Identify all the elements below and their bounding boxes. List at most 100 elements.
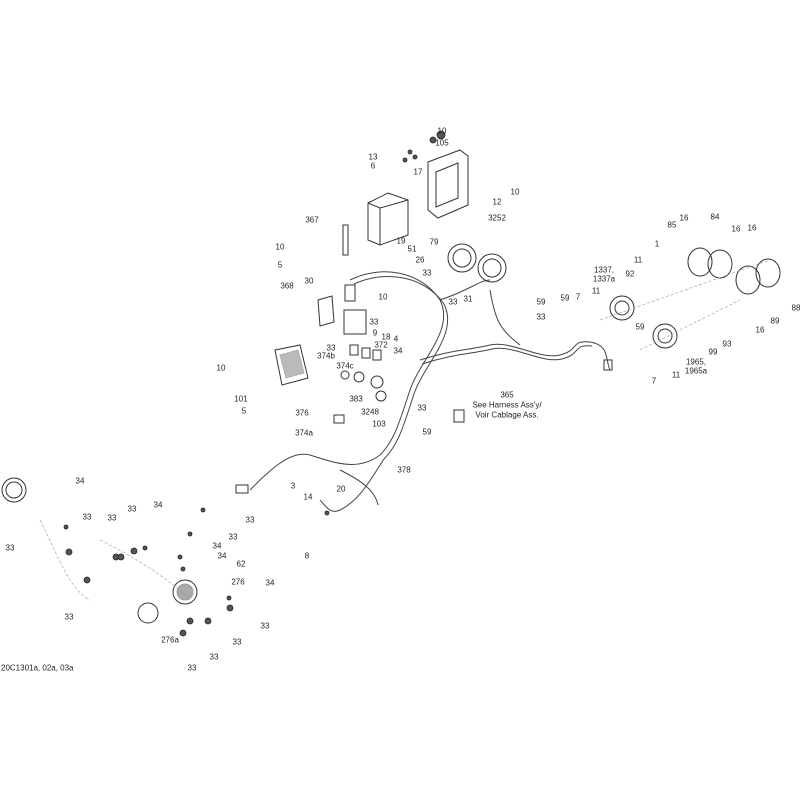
callout-label: 16	[731, 224, 741, 234]
harness-note-line2: Voir Cablage Ass.	[475, 410, 539, 420]
callout-label: 34	[153, 500, 163, 510]
callout-label: 367	[305, 215, 319, 225]
callout-label: 3252	[488, 213, 506, 223]
callout-label: 383	[349, 394, 363, 404]
callout-label: 10	[275, 242, 285, 252]
callout-label: 10	[216, 363, 226, 373]
callout-label: 59	[635, 322, 645, 332]
callout-label: 16	[679, 213, 689, 223]
callout-label: 33	[82, 512, 92, 522]
callout-label: 26	[415, 255, 425, 265]
callout-label: 10	[437, 126, 447, 136]
callout-label: 59	[422, 427, 432, 437]
callout-label: 276	[231, 577, 245, 587]
callout-label: 88	[791, 303, 800, 313]
callout-label: 59	[560, 293, 570, 303]
callout-label: 33	[369, 317, 379, 327]
callout-label: 376	[295, 408, 309, 418]
callout-label: 17	[413, 167, 423, 177]
fuse-box	[274, 284, 387, 424]
callout-label: 7	[651, 376, 657, 386]
callout-label: 33	[536, 312, 546, 322]
callout-label: 6	[370, 161, 376, 171]
callout-label: 34	[265, 578, 275, 588]
callout-label: 33	[448, 297, 458, 307]
callout-label: 33	[228, 532, 238, 542]
callout-label: 365	[500, 390, 514, 400]
callout-label: 33	[5, 543, 15, 553]
fasteners	[63, 507, 330, 637]
callout-label: 33	[326, 343, 336, 353]
callout-label: 1965,	[685, 357, 707, 367]
callout-label: 7	[575, 292, 581, 302]
callout-label: 1337,	[593, 265, 615, 275]
callout-label: 30	[304, 276, 314, 286]
callout-label: 374c	[336, 361, 354, 371]
callout-label: 4	[393, 334, 399, 344]
callout-label: 34	[217, 551, 227, 561]
battery-bracket	[402, 130, 469, 219]
callout-label: 92	[625, 269, 635, 279]
callout-label: 1337a	[592, 274, 616, 284]
callout-label: 3	[290, 481, 296, 491]
callout-label: 9	[372, 328, 378, 338]
callout-label: 85	[667, 220, 677, 230]
callout-label: 14	[303, 492, 313, 502]
callout-label: 372	[374, 340, 388, 350]
callout-label: 8	[304, 551, 310, 561]
callout-label: 374a	[295, 428, 313, 438]
callout-label: 20	[336, 484, 346, 494]
callout-label: 101	[234, 394, 248, 404]
callout-label: 105	[435, 138, 449, 148]
callout-label: 33	[127, 504, 137, 514]
callout-label: 33	[417, 403, 427, 413]
callout-label: 34	[212, 541, 222, 551]
callout-label: 368	[280, 281, 294, 291]
callout-label: 84	[710, 212, 720, 222]
callout-label: 34	[393, 346, 403, 356]
callout-label: 31	[463, 294, 473, 304]
callout-label: 276a	[161, 635, 179, 645]
callout-label: 33	[209, 652, 219, 662]
callout-label: 34	[75, 476, 85, 486]
callout-label: 33	[422, 268, 432, 278]
callout-label: 10	[378, 292, 388, 302]
callout-label: 11	[633, 255, 643, 265]
callout-label: 51	[407, 244, 417, 254]
callout-label: 79	[429, 237, 439, 247]
callout-label: 16	[755, 325, 765, 335]
callout-label: 13	[368, 152, 378, 162]
headlights-center	[447, 243, 507, 283]
diagram-code: 20C1301a, 02a, 03a	[1, 663, 74, 673]
callout-label: 374b	[317, 351, 335, 361]
callout-label: 33	[64, 612, 74, 622]
callout-label: 5	[241, 406, 247, 416]
callout-label: 33	[187, 663, 197, 673]
callout-label: 11	[671, 370, 681, 380]
callout-label: 33	[245, 515, 255, 525]
callout-label: 1	[654, 239, 660, 249]
callout-label: 19	[396, 236, 406, 246]
callout-label: 62	[236, 559, 246, 569]
callout-label: 93	[722, 339, 732, 349]
callout-label: 3248	[361, 407, 379, 417]
harness-note-line1: See Harness Ass'y/	[472, 400, 542, 410]
callout-label: 99	[708, 347, 718, 357]
callout-label: 11	[591, 286, 601, 296]
callout-label: 89	[770, 316, 780, 326]
headlights-left	[1, 477, 198, 624]
callout-label: 12	[492, 197, 502, 207]
callout-label: 103	[372, 419, 386, 429]
callout-label: 33	[107, 513, 117, 523]
main-harness	[235, 271, 613, 512]
callout-label: 10	[510, 187, 520, 197]
callout-label: 59	[536, 297, 546, 307]
headlights-right	[599, 247, 781, 351]
battery	[342, 192, 409, 256]
callout-label: 5	[277, 260, 283, 270]
callout-label: 1965a	[684, 366, 708, 376]
callout-label: 18	[381, 332, 391, 342]
callout-label: 16	[747, 223, 757, 233]
